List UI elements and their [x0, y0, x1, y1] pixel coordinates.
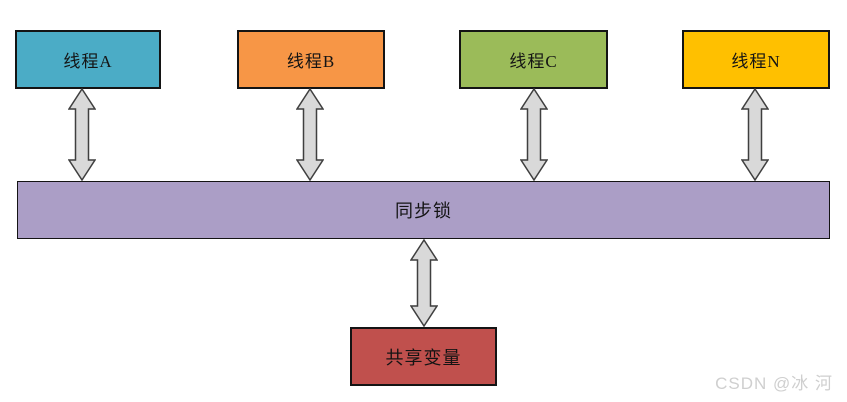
shared-variable-box: 共享变量 — [350, 327, 497, 386]
thread-n-label: 线程N — [731, 52, 781, 71]
thread-a-box: 线程A — [15, 30, 161, 89]
double-arrow-icon-thread-a — [68, 88, 96, 181]
double-arrow-icon-thread-n — [741, 88, 769, 181]
double-arrow-icon-thread-c — [520, 88, 548, 181]
sync-lock-bar: 同步锁 — [17, 181, 830, 239]
thread-c-label: 线程C — [509, 52, 558, 71]
double-arrow-icon-shared-variable — [410, 239, 438, 327]
thread-c-box: 线程C — [459, 30, 608, 89]
sync-lock-label: 同步锁 — [395, 201, 452, 221]
thread-b-box: 线程B — [237, 30, 385, 89]
double-arrow-icon-thread-b — [296, 88, 324, 181]
thread-n-box: 线程N — [682, 30, 830, 89]
shared-variable-label: 共享变量 — [385, 347, 462, 368]
watermark-text: CSDN @冰 河 — [715, 374, 833, 393]
thread-a-label: 线程A — [63, 52, 113, 71]
thread-b-label: 线程B — [286, 52, 336, 71]
